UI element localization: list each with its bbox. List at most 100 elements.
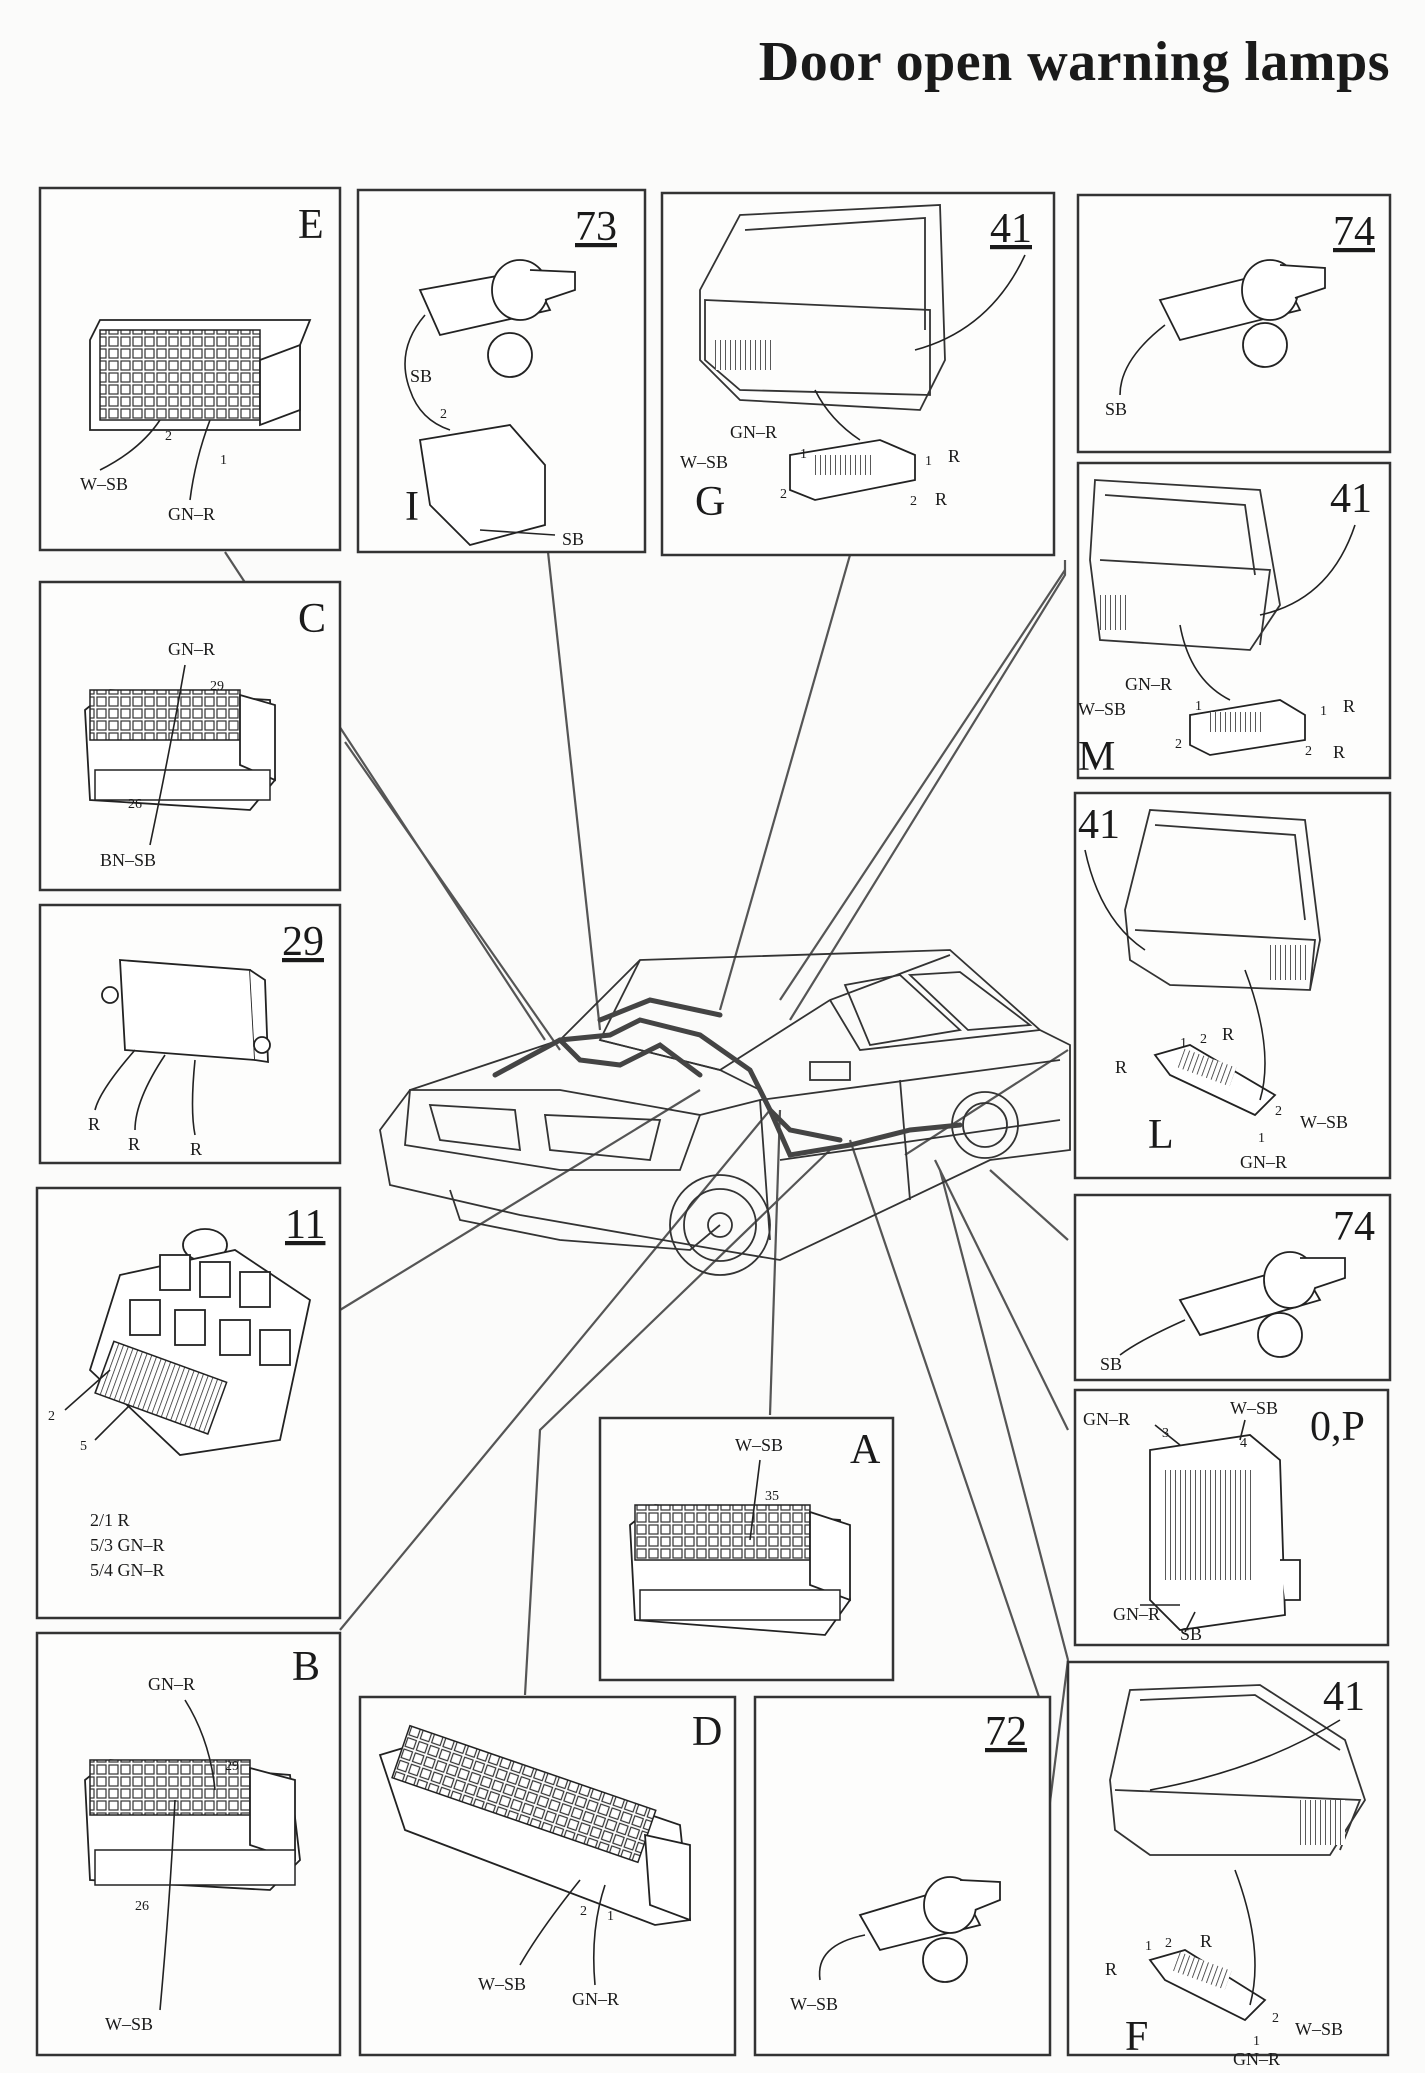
panel-29-id: 29 xyxy=(282,919,324,965)
panel-F-sub: F xyxy=(1125,2014,1148,2060)
svg-text:26: 26 xyxy=(128,797,142,812)
svg-text:1: 1 xyxy=(1320,704,1327,719)
panel-A-id: A xyxy=(850,1427,881,1473)
wire-label: W–SB xyxy=(80,474,128,494)
svg-text:GN–R: GN–R xyxy=(730,422,777,442)
svg-text:GN–R: GN–R xyxy=(1125,674,1172,694)
panel-74-top: 74 SB xyxy=(1076,193,1392,454)
svg-text:R: R xyxy=(1105,1959,1117,1979)
svg-text:R: R xyxy=(935,489,947,509)
svg-text:2: 2 xyxy=(1200,1032,1207,1047)
panel-72: 72 W–SB xyxy=(753,1695,1052,2057)
svg-text:2: 2 xyxy=(1175,737,1182,752)
svg-text:2/1 R: 2/1 R xyxy=(90,1510,130,1530)
panel-72-id: 72 xyxy=(985,1709,1027,1755)
svg-text:29: 29 xyxy=(210,679,224,694)
svg-text:2: 2 xyxy=(1272,2011,1279,2026)
svg-text:1: 1 xyxy=(220,453,227,468)
svg-text:1: 1 xyxy=(800,447,807,462)
page-title: Door open warning lamps xyxy=(758,31,1390,93)
wire-label: GN–R xyxy=(168,504,215,524)
svg-text:1: 1 xyxy=(607,1909,614,1924)
svg-text:W–SB: W–SB xyxy=(105,2014,153,2034)
svg-text:2: 2 xyxy=(580,1904,587,1919)
svg-text:1: 1 xyxy=(1195,699,1202,714)
svg-text:35: 35 xyxy=(765,1489,779,1504)
svg-text:GN–R: GN–R xyxy=(1113,1604,1160,1624)
panel-C-id: C xyxy=(298,596,326,642)
panel-73-id: 73 xyxy=(575,204,617,250)
panel-11-id: 11 xyxy=(285,1202,325,1248)
svg-text:R: R xyxy=(1222,1024,1234,1044)
svg-text:SB: SB xyxy=(1100,1354,1122,1374)
svg-text:5: 5 xyxy=(80,1439,87,1454)
connector-C xyxy=(89,689,241,741)
panel-41-M: 41 GN–R W–SB 1 2 1 2 R R M xyxy=(1076,461,1392,780)
panel-M-id: 41 xyxy=(1330,476,1372,522)
svg-text:W–SB: W–SB xyxy=(478,1974,526,1994)
panel-41-F: 41 1 2 R R 2 W–SB 1 GN–R F xyxy=(1066,1660,1390,2069)
panel-41-L: 41 1 2 R R 2 W–SB 1 GN–R L xyxy=(1073,791,1392,1180)
svg-text:2: 2 xyxy=(1165,1936,1172,1951)
svg-text:R: R xyxy=(948,446,960,466)
svg-text:5/3 GN–R: 5/3 GN–R xyxy=(90,1535,165,1555)
panel-E-id: E xyxy=(298,202,324,248)
svg-text:1: 1 xyxy=(1253,2034,1260,2049)
svg-text:1: 1 xyxy=(1258,1131,1265,1146)
panel-73-sub: I xyxy=(405,484,419,530)
svg-text:SB: SB xyxy=(410,366,432,386)
car-illustration xyxy=(379,949,1071,1276)
panel-G-id: 41 xyxy=(990,206,1032,252)
svg-text:GN–R: GN–R xyxy=(1233,2049,1280,2069)
svg-text:W–SB: W–SB xyxy=(790,1994,838,2014)
svg-text:SB: SB xyxy=(1180,1624,1202,1644)
svg-text:1: 1 xyxy=(1180,1036,1187,1051)
svg-text:5/4 GN–R: 5/4 GN–R xyxy=(90,1560,165,1580)
svg-text:GN–R: GN–R xyxy=(1083,1409,1130,1429)
panel-L-id: 41 xyxy=(1078,802,1120,848)
panel-E: E 2 1 W–SB GN–R xyxy=(38,186,342,552)
svg-text:R: R xyxy=(1115,1057,1127,1077)
panel-C: C GN–R 29 26 BN–SB xyxy=(38,580,342,892)
svg-text:SB: SB xyxy=(1105,399,1127,419)
svg-text:1: 1 xyxy=(925,454,932,469)
connector-B xyxy=(89,1759,251,1816)
connector-E xyxy=(99,329,261,421)
svg-text:GN–R: GN–R xyxy=(1240,1152,1287,1172)
panel-0P-id: 0,P xyxy=(1310,1404,1365,1450)
panel-74-mid: 74 SB xyxy=(1073,1193,1392,1382)
svg-text:2: 2 xyxy=(780,487,787,502)
panel-29: 29 R R R xyxy=(38,903,342,1165)
svg-text:R: R xyxy=(1343,696,1355,716)
svg-text:26: 26 xyxy=(135,1899,149,1914)
panel-G-sub: G xyxy=(695,479,725,525)
panel-B: B GN–R 29 26 W–SB xyxy=(35,1631,342,2057)
panel-D: D 2 1 W–SB GN–R xyxy=(358,1695,737,2057)
svg-text:4: 4 xyxy=(1240,1436,1247,1451)
svg-text:W–SB: W–SB xyxy=(680,452,728,472)
panel-B-id: B xyxy=(292,1644,320,1690)
panel-74b-id: 74 xyxy=(1333,1204,1375,1250)
svg-text:W–SB: W–SB xyxy=(1300,1112,1348,1132)
svg-text:BN–SB: BN–SB xyxy=(100,850,156,870)
svg-text:W–SB: W–SB xyxy=(735,1435,783,1455)
svg-text:2: 2 xyxy=(1305,744,1312,759)
svg-text:1: 1 xyxy=(1145,1939,1152,1954)
panel-0P: 0,P GN–R 3 W–SB 4 GN–R SB xyxy=(1073,1388,1390,1647)
svg-text:29: 29 xyxy=(225,1759,239,1774)
svg-text:2: 2 xyxy=(48,1409,55,1424)
svg-text:R: R xyxy=(128,1134,140,1154)
svg-text:W–SB: W–SB xyxy=(1078,699,1126,719)
svg-text:R: R xyxy=(1333,742,1345,762)
svg-text:R: R xyxy=(190,1139,202,1159)
svg-text:R: R xyxy=(88,1114,100,1134)
panel-74a-id: 74 xyxy=(1333,209,1375,255)
panel-D-id: D xyxy=(692,1709,722,1755)
panel-A: A W–SB 35 xyxy=(598,1416,895,1682)
svg-text:GN–R: GN–R xyxy=(572,1989,619,2009)
svg-text:GN–R: GN–R xyxy=(168,639,215,659)
svg-text:2: 2 xyxy=(165,429,172,444)
connector-A xyxy=(634,1504,811,1561)
svg-text:GN–R: GN–R xyxy=(148,1674,195,1694)
